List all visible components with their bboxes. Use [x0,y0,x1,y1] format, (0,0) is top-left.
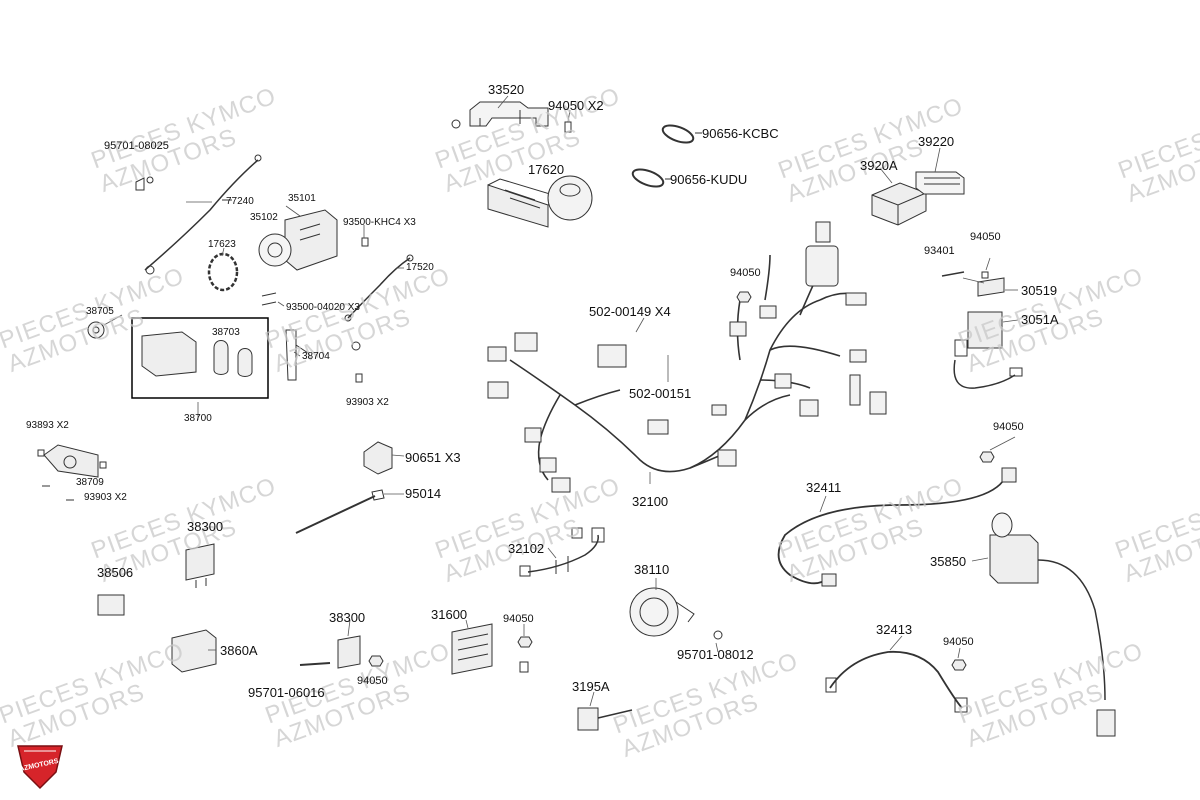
ecu-17620-drawing [487,175,593,228]
part-label: 502-00149 X4 [589,304,671,319]
part-label: 95014 [405,486,442,501]
part-label: 39220 [918,134,955,149]
part-label: 38300 [187,519,224,534]
part-label: 32413 [876,622,913,637]
part-label: 93903 X2 [84,492,127,503]
part-label: 3860A [220,643,258,658]
cable-77240-drawing [135,154,262,275]
part-label: 94050 [993,421,1024,433]
part-label: 502-00151 [629,386,692,401]
part-label: 3920A [860,158,898,173]
part-label: 77240 [226,196,254,207]
part-label: 38704 [302,351,330,362]
part-label: 3051A [1021,312,1059,327]
azmotors-logo [17,745,63,790]
part-label: 38705 [86,306,114,317]
part-label: 38709 [76,477,104,488]
part-label: 35101 [288,193,316,204]
ignition-35101-drawing [258,209,338,271]
part-label: 38703 [212,327,240,338]
part-label: 31600 [431,607,468,622]
part-label: 94050 [503,613,534,625]
part-label: 3195A [572,679,610,694]
part-label: 94050 X2 [548,98,604,113]
part-label: 38700 [184,413,212,424]
part-label: 38300 [329,610,366,625]
relay-35850-drawing [989,512,1116,737]
harness-32100-drawing [509,254,861,481]
part-label: 93500-04020 X3 [286,302,360,313]
part-label: 38506 [97,565,134,580]
bracket-33520-drawing [451,101,572,133]
part-label: 17623 [208,239,236,250]
part-label: 94050 [943,636,974,648]
part-label: 17520 [406,262,434,273]
part-label: 32411 [806,480,842,495]
part-label: 93893 X2 [26,420,69,431]
part-label: 35850 [930,554,967,569]
part-label: 90656-KUDU [670,172,748,187]
part-label: 90651 X3 [405,450,461,465]
part-label: 93401 [924,245,955,257]
part-label: 93500-KHC4 X3 [343,217,416,228]
part-label: 17620 [528,162,565,177]
part-label: 93903 X2 [346,397,389,408]
part-label: 94050 [730,267,761,279]
part-label: 90656-KCBC [702,126,779,141]
part-label: 95701-08012 [677,647,754,662]
part-label: 35102 [250,212,278,223]
part-label: 30519 [1021,283,1058,298]
part-label: 32102 [508,541,545,556]
part-label: 32100 [632,494,669,509]
part-label: 33520 [488,82,525,97]
part-label: 95701-06016 [248,685,325,700]
part-label: 38110 [634,562,670,577]
part-label: 95701-08025 [104,140,169,152]
part-label: 94050 [357,675,388,687]
part-label: 94050 [970,231,1001,243]
kit-38700-frame [131,317,269,399]
